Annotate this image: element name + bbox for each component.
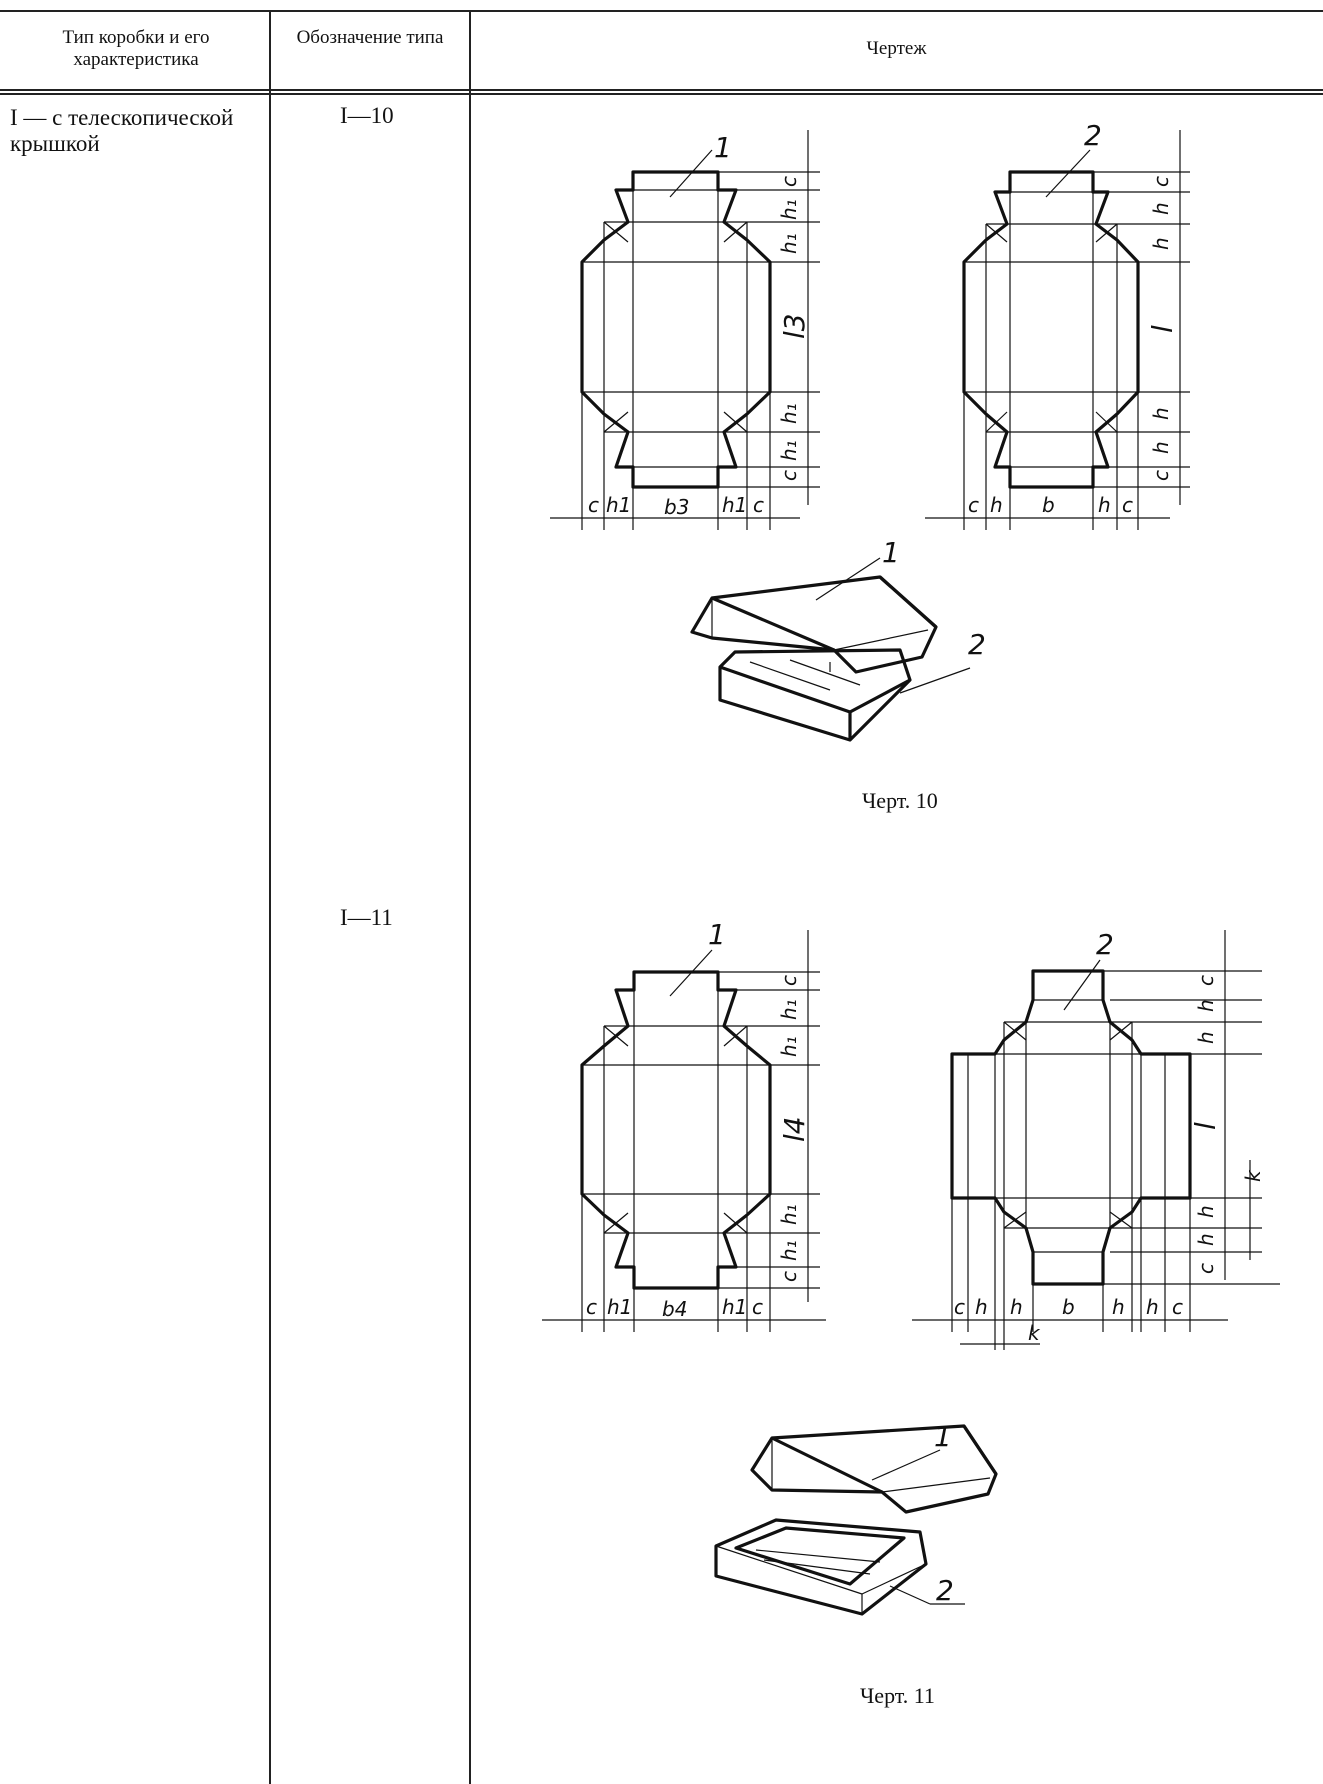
fig10-lid-dim-c-bot: c — [777, 470, 801, 481]
fig10-lid-dim-c-top: c — [777, 176, 801, 187]
fig11-base-blank: 2 c h h l h h c k — [912, 928, 1280, 1350]
fig11-base-dim-c-left: c — [954, 1295, 965, 1319]
fig10-base-dim-h-c: h — [1149, 407, 1173, 420]
fig11-lid-dim-h1-c: h₁ — [777, 1204, 801, 1225]
fig10-lid-dim-c-right: c — [753, 493, 764, 517]
fig10-lid-dim-h1-left: h1 — [606, 493, 631, 517]
fig10-callout-1: 1 — [714, 131, 732, 164]
fig10-lid-dim-h1-right: h1 — [722, 493, 747, 517]
fig11-base-dim-h-4: h — [1146, 1295, 1159, 1319]
fig10-iso-callout-1: 1 — [882, 536, 900, 569]
column-divider-2 — [469, 10, 471, 1784]
fig10-base-dim-c-bot: c — [1149, 470, 1173, 481]
designation-1: I—10 — [340, 103, 394, 128]
fig11-lid-dim-b4: b4 — [662, 1297, 687, 1321]
fig11-lid-dim-c-top: c — [777, 975, 801, 986]
fig10-base-dim-c-top: c — [1149, 176, 1173, 187]
fig10-base-dim-c-left: c — [968, 493, 979, 517]
fig10-base-blank: 2 c h h l h h c c h b — [925, 119, 1190, 530]
fig11-lid-blank: 1 c h₁ h₁ l4 h₁ h₁ c c h1 b4 — [542, 918, 826, 1332]
fig11-base-dim-c-right: c — [1172, 1295, 1183, 1319]
fig10-base-dim-b: b — [1042, 493, 1055, 517]
fig11-callout-1: 1 — [708, 918, 726, 951]
fig11-lid-dim-c-left: c — [586, 1295, 597, 1319]
fig11-base-dim-k-vert: k — [1241, 1169, 1265, 1182]
fig10-lid-dim-c-left: c — [588, 493, 599, 517]
fig11-base-length: l — [1189, 1122, 1222, 1130]
fig11-callout-2: 2 — [1096, 928, 1114, 961]
fig11-lid-dim-h1-left: h1 — [607, 1295, 632, 1319]
fig11-lid-length: l4 — [778, 1116, 811, 1142]
fig11-lid-dim-c-bot: c — [777, 1271, 801, 1282]
fig10-base-length: l — [1146, 325, 1179, 333]
fig11-lid-dim-c-right: c — [752, 1295, 763, 1319]
fig11-base-dim-c-bot: c — [1194, 1263, 1218, 1274]
fig11-base-dim-h-3: h — [1112, 1295, 1125, 1319]
fig10-lid-dim-h1-b: h₁ — [777, 233, 801, 254]
header-designation: Обозначение типа — [296, 27, 444, 48]
fig10-isometric-box: 1 2 — [690, 536, 986, 742]
fig11-base-dim-h-1: h — [975, 1295, 988, 1319]
fig10-lid-blank: 1 c h₁ h₁ l3 h₁ h₁ c c — [550, 130, 820, 530]
figure-caption-1: Черт. 10 — [862, 788, 938, 813]
header-drawing: Чертеж — [866, 38, 927, 59]
fig10-callout-2: 2 — [1084, 119, 1102, 152]
fig10-lid-dim-h1-d: h₁ — [777, 440, 801, 461]
fig11-base-dim-h-d: h — [1194, 1233, 1218, 1246]
table-top-rule — [0, 10, 1323, 12]
fig10-lid-dim-b3: b3 — [664, 495, 689, 519]
fig11-base-dim-c-top: c — [1194, 975, 1218, 986]
figure-caption-2: Черт. 11 — [860, 1683, 935, 1708]
fig10-base-dim-h-d: h — [1149, 441, 1173, 454]
fig11-iso-callout-1: 1 — [934, 1420, 952, 1453]
fig10-base-dim-h-b: h — [1149, 237, 1173, 250]
header-box-type: Тип коробки и его характеристика — [62, 27, 210, 70]
box-type-description: I — с телескопической крышкой — [10, 105, 234, 156]
fig11-iso-callout-2: 2 — [936, 1574, 954, 1607]
fig11-lid-dim-h1-b: h₁ — [777, 1036, 801, 1057]
fig11-base-dim-h-a: h — [1194, 999, 1218, 1012]
header-bottom-rule — [0, 89, 1323, 91]
fig11-isometric-box: 1 2 — [714, 1420, 998, 1616]
designation-2: I—11 — [340, 905, 393, 930]
fig10-iso-callout-2: 2 — [968, 628, 986, 661]
fig11-lid-dim-h1-right: h1 — [722, 1295, 747, 1319]
fig10-lid-length: l3 — [778, 313, 811, 339]
fig11-base-dim-h-2: h — [1010, 1295, 1023, 1319]
fig11-lid-dim-h1-a: h₁ — [777, 999, 801, 1020]
fig10-base-dim-h-right: h — [1098, 493, 1111, 517]
fig10-lid-dim-h1-c: h₁ — [777, 403, 801, 424]
fig10-lid-dim-h1-a: h₁ — [777, 199, 801, 220]
fig10-base-dim-c-right: c — [1122, 493, 1133, 517]
fig11-base-dim-h-c: h — [1194, 1205, 1218, 1218]
header-bottom-rule-2 — [0, 93, 1323, 95]
fig10-base-dim-h-a: h — [1149, 202, 1173, 215]
fig10-base-dim-h-left: h — [990, 493, 1003, 517]
fig11-base-dim-h-b: h — [1194, 1031, 1218, 1044]
fig11-lid-dim-h1-d: h₁ — [777, 1240, 801, 1261]
fig11-base-dim-b: b — [1062, 1295, 1075, 1319]
fig11-base-dim-k-horiz: k — [1028, 1321, 1041, 1345]
column-divider-1 — [269, 10, 271, 1784]
